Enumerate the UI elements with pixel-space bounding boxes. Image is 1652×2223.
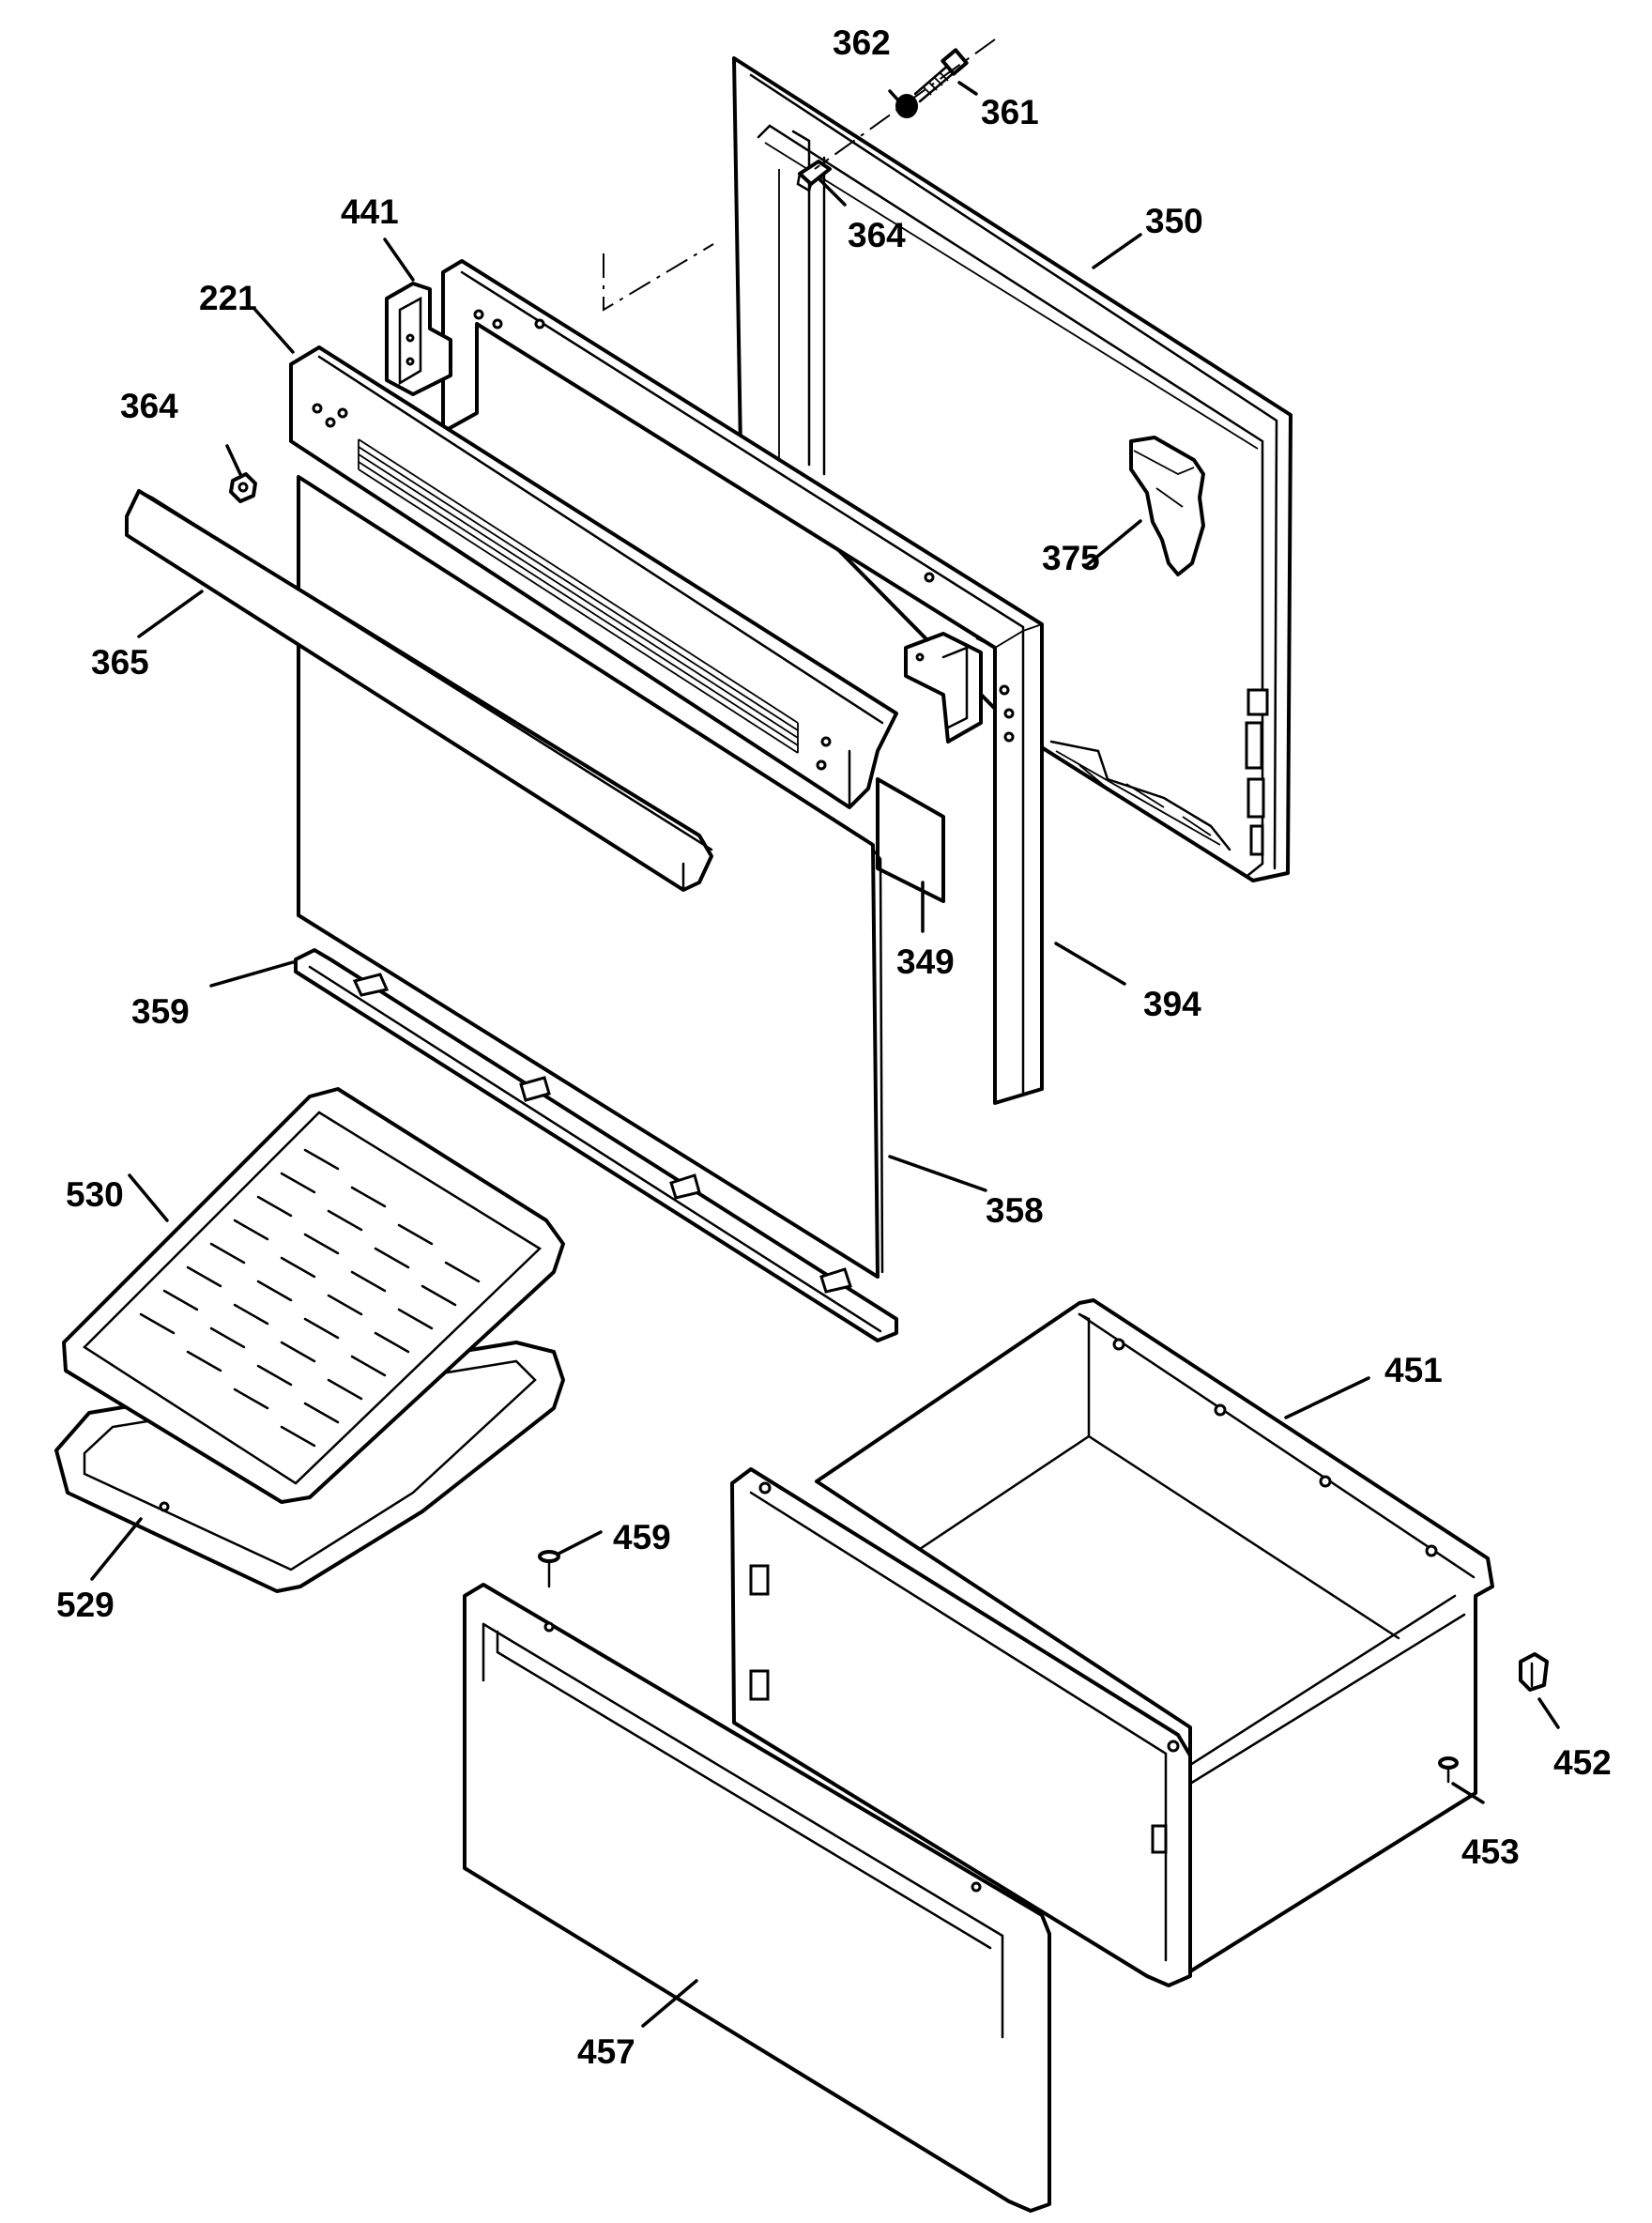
part-459-screw (538, 1550, 560, 1588)
vent-slots (358, 438, 799, 754)
label-453: 453 (1461, 1832, 1520, 1871)
label-221: 221 (199, 279, 257, 317)
label-375: 375 (1042, 539, 1100, 577)
part-labels: 362 361 364 350 441 221 364 375 365 349 … (56, 23, 1612, 2071)
label-529: 529 (56, 1586, 115, 1624)
part-530-broiler-grid (62, 1087, 565, 1504)
part-452-bumper (1519, 1652, 1549, 1692)
label-394: 394 (1143, 985, 1201, 1023)
part-364-spacer (796, 160, 832, 192)
leader-lines (90, 81, 1560, 2028)
label-365: 365 (91, 643, 149, 682)
label-358: 358 (986, 1191, 1044, 1230)
label-364-left: 364 (120, 387, 178, 425)
label-359: 359 (131, 992, 190, 1031)
label-459: 459 (613, 1518, 671, 1556)
part-453-screw (1438, 1756, 1459, 1784)
part-362-washer (895, 94, 918, 118)
part-221-vent-trim (289, 345, 898, 809)
hinge-right (904, 632, 983, 744)
assembly-line (814, 38, 996, 170)
part-394-door-frame (441, 259, 1044, 1105)
drawer-side-panel (730, 1467, 1192, 1987)
label-349: 349 (896, 943, 955, 981)
label-530: 530 (66, 1175, 124, 1214)
label-361: 361 (981, 93, 1039, 131)
part-365-door-handle (125, 489, 713, 892)
part-375-insulation (1129, 436, 1205, 576)
label-441: 441 (341, 192, 399, 231)
part-349-strip (876, 777, 945, 903)
label-452: 452 (1553, 1743, 1612, 1782)
part-350-inner-door-panel (732, 56, 1293, 882)
part-359-bottom-trim (294, 948, 898, 1342)
assembly-line-2 (603, 243, 714, 312)
part-361-screw (913, 48, 969, 103)
part-364-nut (229, 472, 257, 503)
part-441-hinge (385, 282, 452, 396)
part-457-drawer-front (463, 1583, 1051, 2213)
label-364-upper: 364 (848, 216, 906, 254)
label-451: 451 (1384, 1351, 1443, 1389)
part-451-drawer-body (815, 1298, 1494, 1973)
label-362: 362 (833, 23, 891, 62)
label-350: 350 (1145, 202, 1203, 240)
label-457: 457 (577, 2032, 635, 2071)
grid-slots (139, 1148, 481, 1448)
